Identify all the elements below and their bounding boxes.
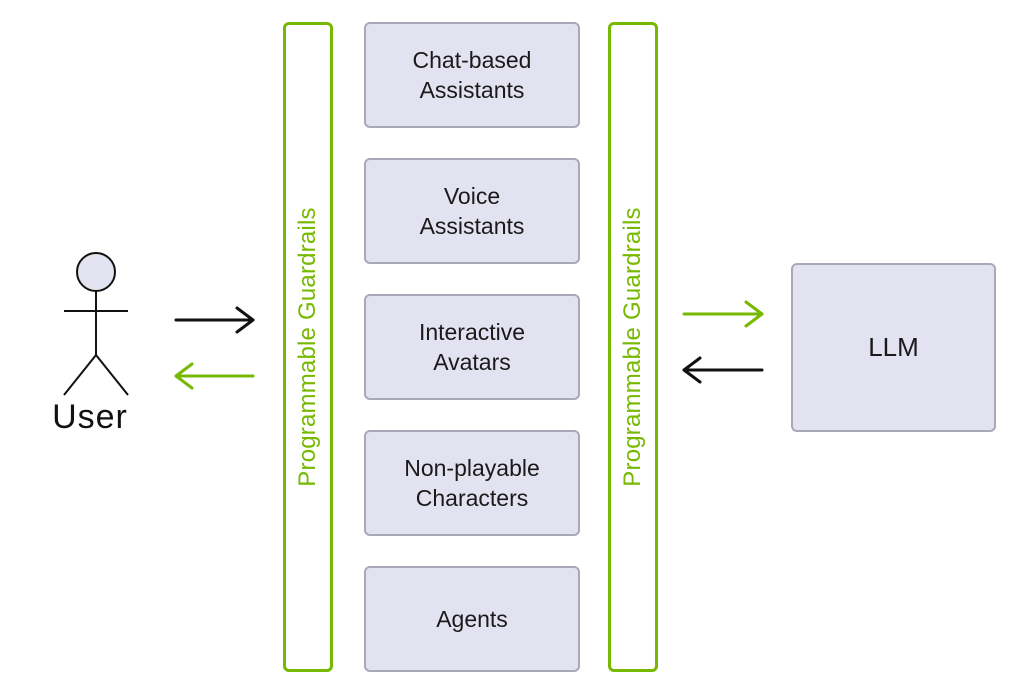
app-box-label: Agents <box>436 606 508 632</box>
user-stick-figure-icon <box>63 252 129 396</box>
right-guardrail-bar: Programmable Guardrails <box>608 22 658 672</box>
llm-box: LLM <box>791 263 996 432</box>
app-box-agents: Agents <box>364 566 580 672</box>
app-box-non-playable-characters: Non-playable Characters <box>364 430 580 536</box>
llm-label: LLM <box>868 332 919 362</box>
app-box-label: Interactive Avatars <box>418 319 526 375</box>
app-box-label: Voice Assistants <box>419 183 525 239</box>
left-guardrail-label: Programmable Guardrails <box>294 207 321 487</box>
app-box-interactive-avatars: Interactive Avatars <box>364 294 580 400</box>
app-box-label: Chat-based Assistants <box>412 47 532 103</box>
user-label: User <box>52 398 128 436</box>
app-box-label: Non-playable Characters <box>404 455 540 511</box>
user-to-guardrail-right-arrow-icon <box>174 306 255 334</box>
app-box-chat-based-assistants: Chat-based Assistants <box>364 22 580 128</box>
llm-to-guardrail-left-arrow-icon <box>682 356 764 384</box>
guardrail-to-llm-right-arrow-icon <box>682 300 764 328</box>
app-box-voice-assistants: Voice Assistants <box>364 158 580 264</box>
guardrail-to-user-left-arrow-icon <box>174 362 255 390</box>
right-guardrail-label: Programmable Guardrails <box>619 207 646 487</box>
left-guardrail-bar: Programmable Guardrails <box>283 22 333 672</box>
